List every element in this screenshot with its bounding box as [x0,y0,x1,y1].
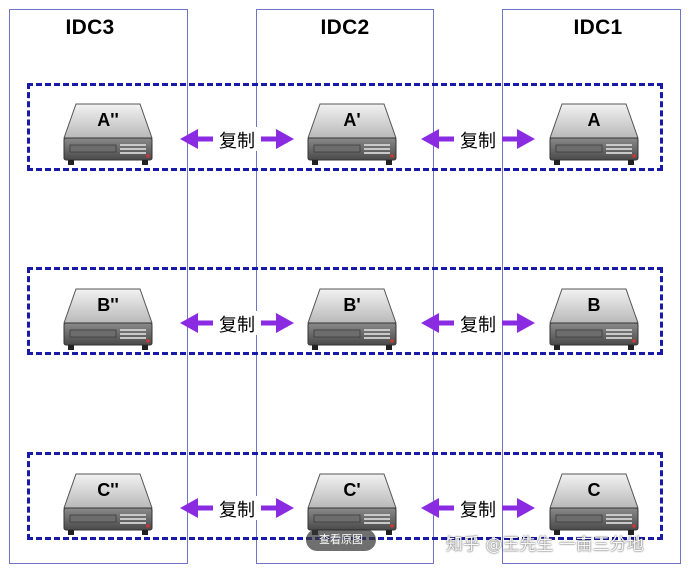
view-original-button[interactable]: 查看原图 [306,529,376,551]
bidirectional-arrow-icon [421,496,535,520]
column-idc3 [9,9,188,564]
replication-group-b [27,267,663,355]
bidirectional-arrow-icon [180,311,294,335]
server-icon [549,288,639,350]
server-icon [307,473,397,535]
column-idc1 [502,9,681,564]
replication-label: 复制 [219,500,255,521]
server-icon [63,103,153,165]
replication-label: 复制 [460,315,496,336]
column-idc2 [256,9,434,564]
server-c-idc3: C'' [62,468,154,538]
server-icon [307,288,397,350]
replication-arrow: 复制 [180,306,294,340]
replication-label: 复制 [460,500,496,521]
replication-arrow: 复制 [180,122,294,156]
bidirectional-arrow-icon [421,311,535,335]
replication-group-a [27,83,663,171]
column-title-idc1: IDC1 [573,16,623,39]
watermark: 知乎 @王先生 一亩三分地 [446,535,644,555]
bidirectional-arrow-icon [180,496,294,520]
replication-arrow: 复制 [421,122,535,156]
column-title-idc3: IDC3 [65,16,115,39]
replication-label: 复制 [219,315,255,336]
server-a-idc1: A [548,98,640,168]
server-b-idc3: B'' [62,283,154,353]
replication-label: 复制 [460,131,496,152]
server-c-idc2: C' [306,468,398,538]
bidirectional-arrow-icon [180,127,294,151]
bidirectional-arrow-icon [421,127,535,151]
column-title-idc2: IDC2 [320,16,370,39]
server-a-idc2: A' [306,98,398,168]
server-icon [549,473,639,535]
server-icon [63,288,153,350]
server-a-idc3: A'' [62,98,154,168]
server-icon [307,103,397,165]
server-icon [549,103,639,165]
replication-arrow: 复制 [180,491,294,525]
server-icon [63,473,153,535]
server-b-idc2: B' [306,283,398,353]
server-b-idc1: B [548,283,640,353]
replication-arrow: 复制 [421,306,535,340]
replication-arrow: 复制 [421,491,535,525]
server-c-idc1: C [548,468,640,538]
replication-label: 复制 [219,131,255,152]
